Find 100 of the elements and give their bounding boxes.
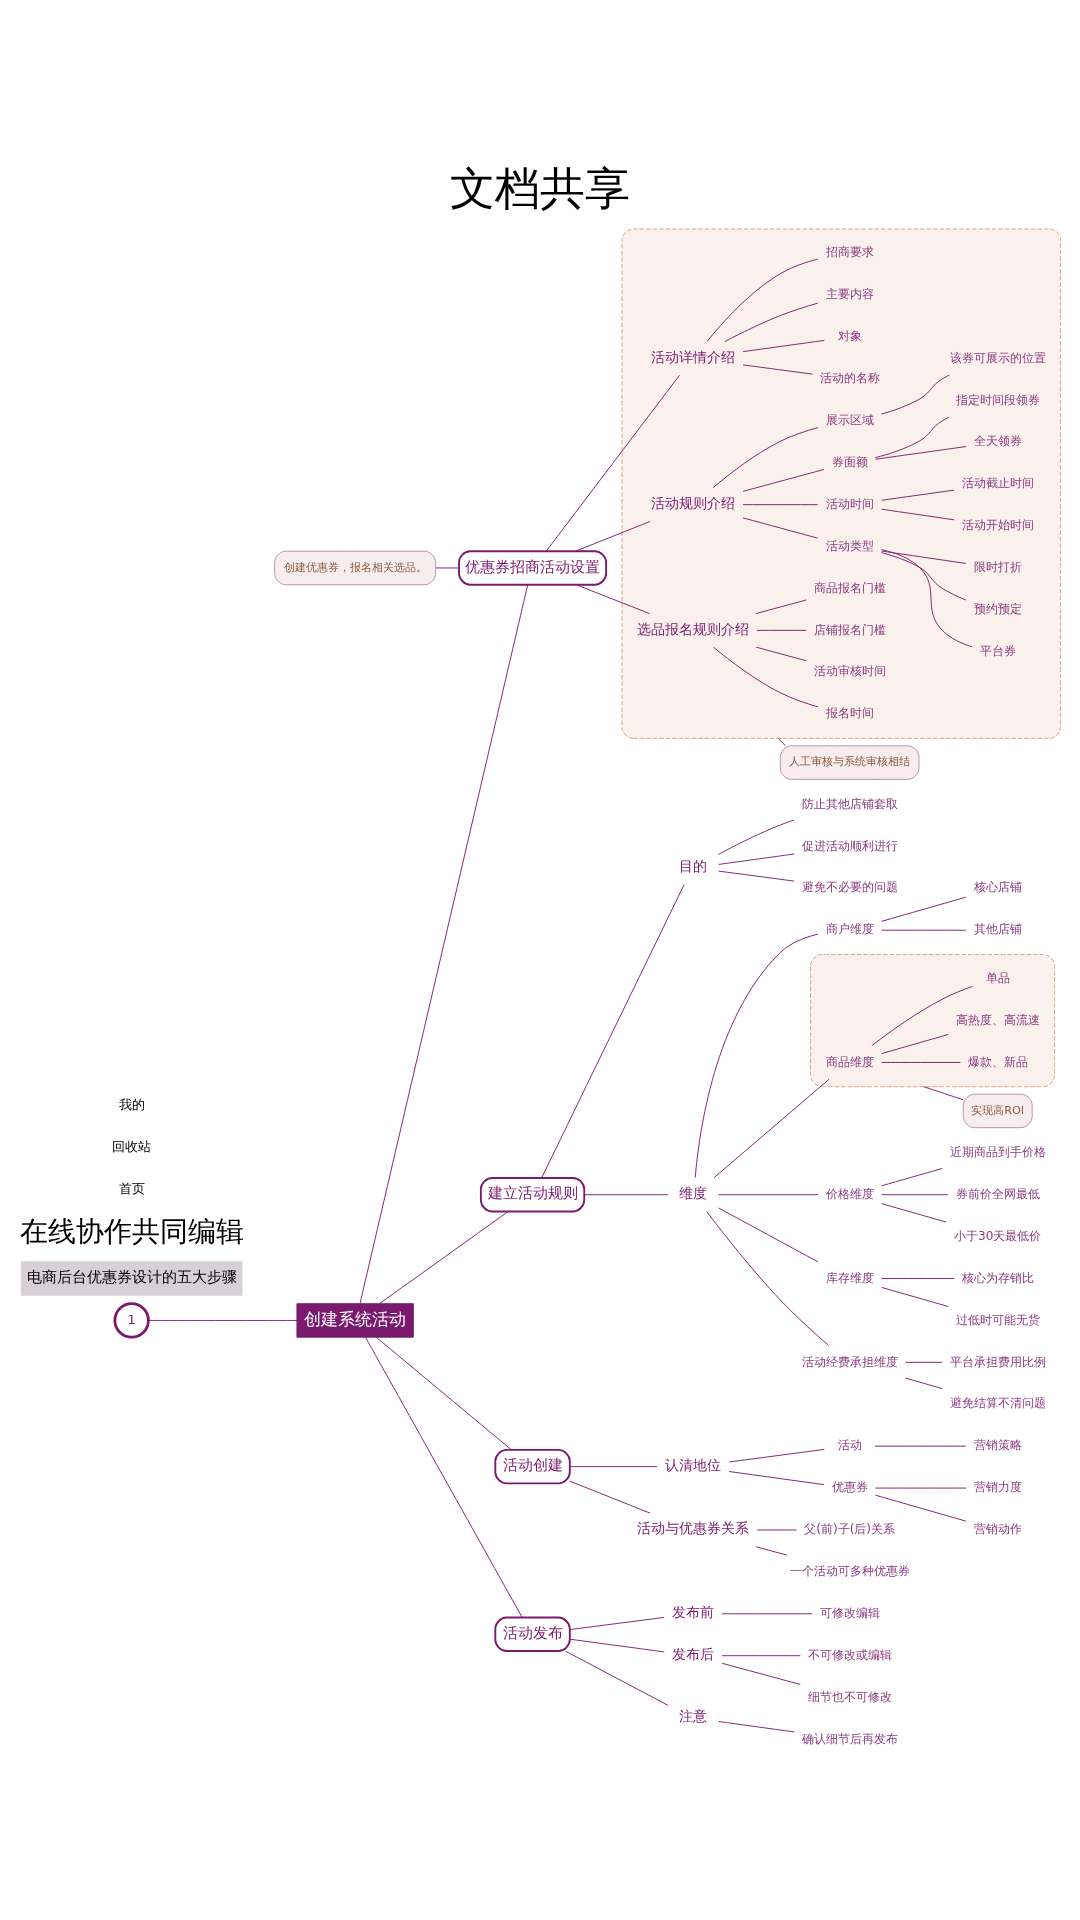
- node-box: 人工审核与系统审核相结: [779, 744, 920, 780]
- node-text: 过低时可能无货: [955, 1312, 1040, 1327]
- node-text: 预约预定: [973, 601, 1022, 616]
- connector: [874, 445, 967, 460]
- connector: [569, 1465, 658, 1467]
- label: 首页: [118, 1180, 145, 1196]
- connector: [756, 629, 807, 631]
- connector: [881, 1167, 943, 1186]
- node-text: 价格维度: [825, 1186, 874, 1201]
- node-text: 主要内容: [825, 286, 874, 301]
- node-text: 核心店铺: [973, 879, 1022, 894]
- node-text: 确认细节后再发布: [801, 1731, 898, 1746]
- node-text: 报名时间: [825, 705, 874, 720]
- node-box: 实现高ROI: [962, 1093, 1033, 1128]
- node-text: 招商要求: [825, 244, 874, 259]
- node-text: 平台券: [979, 643, 1016, 658]
- node-text: 活动规则介绍: [651, 494, 736, 511]
- connector: [778, 737, 786, 746]
- node-box: 建立活动规则: [479, 1176, 586, 1212]
- node-text: 商户维度: [825, 921, 874, 936]
- connector: [923, 1085, 964, 1100]
- connector: [569, 1480, 651, 1514]
- connector: [569, 1616, 665, 1630]
- connector: [874, 1445, 967, 1447]
- connector: [721, 1654, 801, 1656]
- connector: [565, 1650, 669, 1706]
- connector: [904, 1361, 943, 1363]
- node-box: 创建优惠券，报名相关选品。: [274, 550, 437, 585]
- connector: [881, 1061, 961, 1063]
- node-text: 发布后: [672, 1645, 715, 1662]
- connector: [742, 503, 819, 505]
- node-text: 可修改编辑: [819, 1605, 880, 1620]
- connector: [545, 374, 680, 552]
- node-text: 不可修改或编辑: [807, 1647, 892, 1662]
- node-text: 营销策略: [973, 1437, 1022, 1452]
- connector: [706, 1210, 829, 1346]
- connector: [359, 583, 529, 1304]
- connector: [721, 1662, 801, 1685]
- node-text: 券面额: [831, 454, 868, 469]
- connector: [881, 1193, 949, 1195]
- diagram-title: 文档共享: [450, 162, 630, 215]
- node-text: 选品报名规则介绍: [637, 620, 750, 637]
- connector: [584, 1193, 669, 1195]
- node-text: 平台承担费用比例: [949, 1354, 1046, 1369]
- node-text: 小于30天最低价: [954, 1228, 1042, 1243]
- connector: [742, 363, 813, 375]
- node-box: 活动发布: [494, 1616, 571, 1652]
- connector: [575, 520, 651, 552]
- connector: [881, 1286, 949, 1307]
- node-text: 防止其他店铺套取: [801, 796, 898, 811]
- connector: [718, 870, 795, 882]
- connector: [724, 302, 819, 342]
- node-text: 商品报名门槛: [813, 580, 886, 595]
- node-box: 活动创建: [494, 1448, 571, 1484]
- node-text: 一个活动可多种优惠券: [789, 1563, 910, 1578]
- connector: [871, 985, 973, 1046]
- connector: [755, 599, 807, 614]
- connector: [541, 883, 685, 1178]
- node-text: 活动: [837, 1437, 862, 1452]
- node-text: 商品维度: [825, 1054, 874, 1069]
- connector: [881, 929, 967, 931]
- connector: [881, 489, 955, 501]
- node-circle: 1: [113, 1301, 150, 1339]
- connector: [881, 1202, 947, 1223]
- node-text: 维度: [679, 1184, 708, 1201]
- node-box: 电商后台优惠券设计的五大步骤: [20, 1260, 243, 1296]
- node-text: 全天领券: [973, 433, 1022, 448]
- node-box: 优惠券招商活动设置: [458, 549, 608, 586]
- cluster: [810, 953, 1055, 1087]
- node-text: 活动审核时间: [813, 663, 886, 678]
- connector: [694, 933, 819, 1178]
- node-text: 避免结算不清问题: [949, 1395, 1046, 1410]
- node-text: 其他店铺: [973, 921, 1022, 936]
- node-text: 展示区域: [825, 412, 874, 427]
- connector: [728, 1470, 825, 1485]
- connector: [881, 508, 955, 520]
- node-text: 营销动作: [973, 1521, 1022, 1536]
- node-text: 指定时间段领券: [955, 392, 1040, 406]
- node-text: 活动时间: [825, 496, 874, 511]
- node-text: 活动类型: [825, 538, 874, 553]
- connector: [874, 416, 950, 458]
- connector: [881, 896, 967, 922]
- connector: [706, 258, 819, 342]
- node-text: 细节也不可修改: [807, 1689, 892, 1704]
- connector: [874, 1494, 967, 1522]
- connector: [881, 1277, 955, 1279]
- connector: [148, 1319, 298, 1321]
- node-text: 避免不必要的问题: [801, 879, 898, 894]
- node-box: 创建系统活动: [296, 1302, 414, 1338]
- connector: [880, 551, 967, 600]
- connector: [755, 1545, 788, 1556]
- node-text: 活动截止时间: [961, 475, 1034, 490]
- connector: [713, 1078, 830, 1178]
- label: 回收站: [112, 1138, 152, 1154]
- node-text: 核心为存销比: [961, 1270, 1034, 1285]
- connector: [713, 646, 819, 707]
- connector: [712, 426, 819, 488]
- cluster: [621, 228, 1062, 739]
- connector: [576, 583, 650, 614]
- node-text: 发布前: [672, 1603, 715, 1620]
